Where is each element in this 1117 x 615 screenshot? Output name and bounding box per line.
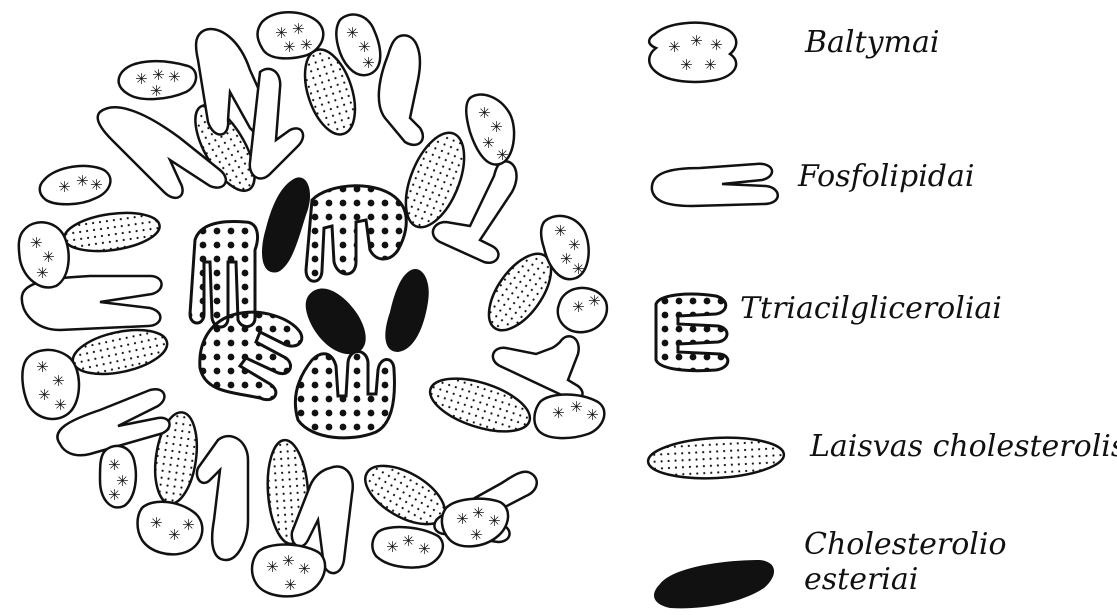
svg-text:✳: ✳ <box>38 386 51 404</box>
svg-text:✳: ✳ <box>150 82 163 100</box>
svg-text:✳: ✳ <box>168 68 181 86</box>
svg-text:✳: ✳ <box>588 292 601 310</box>
svg-text:✳: ✳ <box>402 532 415 550</box>
phospholipid-icon <box>652 164 778 206</box>
svg-text:✳: ✳ <box>182 516 195 534</box>
free-cholesterol-icon <box>647 434 785 481</box>
svg-text:✳: ✳ <box>36 358 49 376</box>
svg-text:✳: ✳ <box>586 406 599 424</box>
svg-text:✳: ✳ <box>58 178 71 196</box>
cholesterol-ester <box>385 269 428 352</box>
svg-text:✳: ✳ <box>668 38 681 56</box>
svg-text:✳: ✳ <box>680 56 693 74</box>
svg-text:✳: ✳ <box>488 512 501 530</box>
svg-text:✳: ✳ <box>346 24 359 42</box>
svg-text:✳: ✳ <box>266 558 279 576</box>
phospholipid <box>250 69 303 179</box>
svg-text:✳: ✳ <box>710 36 723 54</box>
triacylglycerol <box>200 312 302 399</box>
triacylglycerol-icon <box>656 294 728 371</box>
svg-text:✳: ✳ <box>456 510 469 528</box>
svg-text:✳: ✳ <box>552 404 565 422</box>
svg-text:✳: ✳ <box>496 146 509 164</box>
svg-text:✳: ✳ <box>168 526 181 544</box>
svg-text:✳: ✳ <box>572 298 585 316</box>
svg-text:✳: ✳ <box>284 576 297 594</box>
svg-text:✳: ✳ <box>470 526 483 544</box>
legend-label-fosfolipidai: Fosfolipidai <box>798 160 974 195</box>
triacylglycerol <box>306 186 406 282</box>
svg-text:✳: ✳ <box>554 222 567 240</box>
svg-text:✳: ✳ <box>704 56 717 74</box>
svg-text:✳: ✳ <box>418 540 431 558</box>
legend-label-cholesterolio-esteriai: Cholesterolio esteriai <box>804 528 1007 597</box>
free-cholesterol <box>424 368 537 442</box>
svg-text:✳: ✳ <box>76 172 89 190</box>
legend-label-line2: esteriai <box>804 563 1007 598</box>
legend-label-laisvas-cholesterolis: Laisvas cholesterolis <box>810 430 1117 465</box>
svg-text:✳: ✳ <box>482 134 495 152</box>
svg-text:✳: ✳ <box>386 538 399 556</box>
svg-text:✳: ✳ <box>108 486 121 504</box>
free-cholesterol <box>62 207 162 256</box>
phospholipid <box>197 436 248 560</box>
protein-icon: ✳✳✳✳✳ <box>649 23 736 82</box>
phospholipid <box>493 336 583 400</box>
svg-text:✳: ✳ <box>135 70 148 88</box>
svg-text:✳: ✳ <box>36 264 49 282</box>
svg-text:✳: ✳ <box>300 36 313 54</box>
svg-text:✳: ✳ <box>52 372 65 390</box>
svg-text:✳: ✳ <box>298 560 311 578</box>
legend-label-triacilgliceroliai: Ttriacilgliceroliai <box>740 292 1002 327</box>
svg-text:✳: ✳ <box>478 104 491 122</box>
cholesterol-ester-icon <box>654 560 774 608</box>
particle: ✳✳✳✳ ✳✳✳ ✳✳✳✳ ✳✳✳✳ ✳✳✳ ✳✳✳✳ ✳✳✳ ✳✳ ✳✳✳✳ … <box>19 12 607 596</box>
protein <box>22 350 79 419</box>
svg-text:✳: ✳ <box>572 260 585 278</box>
cholesterol-ester <box>306 289 366 355</box>
svg-text:✳: ✳ <box>150 514 163 532</box>
legend-label-line1: Cholesterolio <box>804 528 1007 563</box>
phospholipid <box>379 35 423 144</box>
svg-text:✳: ✳ <box>570 398 583 416</box>
svg-text:✳: ✳ <box>90 176 103 194</box>
cholesterol-ester <box>262 177 310 272</box>
svg-text:✳: ✳ <box>472 504 485 522</box>
svg-text:✳: ✳ <box>282 552 295 570</box>
svg-text:✳: ✳ <box>54 396 67 414</box>
legend-label-baltymai: Baltymai <box>805 26 939 61</box>
svg-text:✳: ✳ <box>283 38 296 56</box>
svg-text:✳: ✳ <box>560 250 573 268</box>
svg-text:✳: ✳ <box>362 54 375 72</box>
free-cholesterol <box>69 322 171 381</box>
triacylglycerol <box>295 352 394 438</box>
svg-text:✳: ✳ <box>690 32 703 50</box>
svg-text:✳: ✳ <box>30 234 43 252</box>
